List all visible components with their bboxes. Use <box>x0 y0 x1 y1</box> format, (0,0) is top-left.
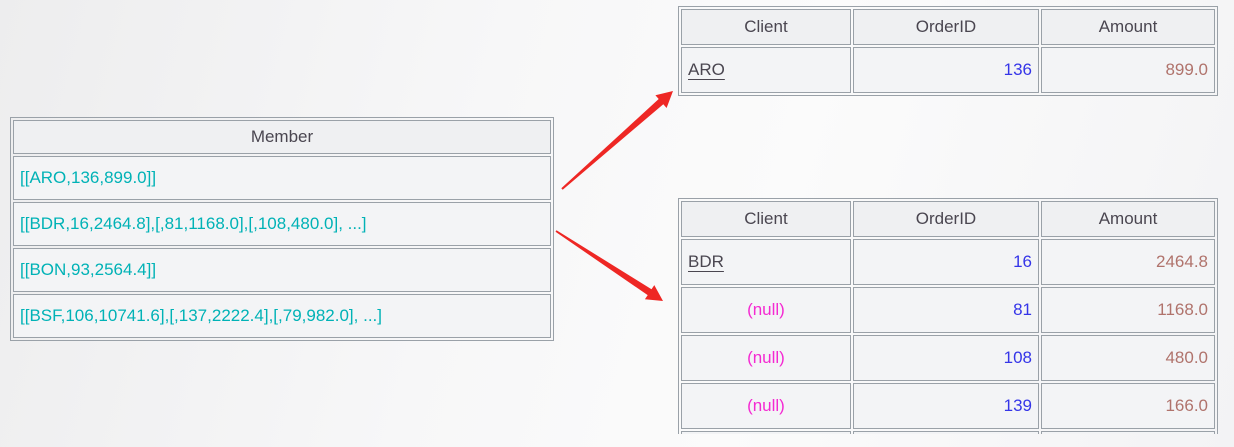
amount-cell[interactable]: 480.0 <box>1041 335 1215 381</box>
client-null-cell[interactable]: (null) <box>681 287 851 333</box>
orderid-cell[interactable]: 139 <box>852 383 1040 429</box>
orderid-cell[interactable]: 81 <box>852 287 1040 333</box>
client-value[interactable]: BDR <box>688 252 724 271</box>
table-row: (null) 108 480.0 <box>681 335 1215 381</box>
member-cell[interactable]: [[BON,93,2564.4]] <box>13 248 551 292</box>
amount-column-header[interactable]: Amount <box>1041 9 1215 45</box>
table-row: [[ARO,136,899.0]] <box>13 156 551 200</box>
client-cell[interactable]: BDR <box>681 239 851 285</box>
table-row: (null) 81 1168.0 <box>681 287 1215 333</box>
amount-cell[interactable]: 2464.8 <box>1041 239 1215 285</box>
client-cell <box>681 431 851 434</box>
member-cell[interactable]: [[ARO,136,899.0]] <box>13 156 551 200</box>
orders-table-bdr: Client OrderID Amount BDR 16 2464.8 (nul… <box>678 198 1218 434</box>
amount-cell[interactable]: 166.0 <box>1041 383 1215 429</box>
client-column-header[interactable]: Client <box>681 9 851 45</box>
table-row-partial <box>681 431 1215 434</box>
orderid-cell <box>852 431 1040 434</box>
table-row: [[BON,93,2564.4]] <box>13 248 551 292</box>
client-null-cell[interactable]: (null) <box>681 383 851 429</box>
member-cell[interactable]: [[BSF,106,10741.6],[,137,2222.4],[,79,98… <box>13 294 551 338</box>
member-column-header[interactable]: Member <box>13 120 551 154</box>
orderid-column-header[interactable]: OrderID <box>852 201 1040 237</box>
orderid-cell[interactable]: 16 <box>852 239 1040 285</box>
amount-cell[interactable]: 1168.0 <box>1041 287 1215 333</box>
client-value[interactable]: ARO <box>688 60 725 79</box>
table-row: ARO 136 899.0 <box>681 47 1215 93</box>
amount-cell <box>1041 431 1215 434</box>
client-null-cell[interactable]: (null) <box>681 335 851 381</box>
table-row: [[BSF,106,10741.6],[,137,2222.4],[,79,98… <box>13 294 551 338</box>
arrow-to-bdr-table-icon <box>555 230 663 301</box>
member-cell[interactable]: [[BDR,16,2464.8],[,81,1168.0],[,108,480.… <box>13 202 551 246</box>
member-table: Member [[ARO,136,899.0]] [[BDR,16,2464.8… <box>10 117 554 341</box>
client-cell[interactable]: ARO <box>681 47 851 93</box>
orderid-cell[interactable]: 108 <box>852 335 1040 381</box>
table-row: [[BDR,16,2464.8],[,81,1168.0],[,108,480.… <box>13 202 551 246</box>
client-column-header[interactable]: Client <box>681 201 851 237</box>
amount-cell[interactable]: 899.0 <box>1041 47 1215 93</box>
table-row: (null) 139 166.0 <box>681 383 1215 429</box>
orderid-column-header[interactable]: OrderID <box>852 9 1040 45</box>
orders-table-bdr-viewport: Client OrderID Amount BDR 16 2464.8 (nul… <box>678 198 1222 434</box>
amount-column-header[interactable]: Amount <box>1041 201 1215 237</box>
orders-table-aro: Client OrderID Amount ARO 136 899.0 <box>678 6 1218 96</box>
orderid-cell[interactable]: 136 <box>852 47 1040 93</box>
table-row: BDR 16 2464.8 <box>681 239 1215 285</box>
arrow-to-aro-table-icon <box>561 91 673 190</box>
